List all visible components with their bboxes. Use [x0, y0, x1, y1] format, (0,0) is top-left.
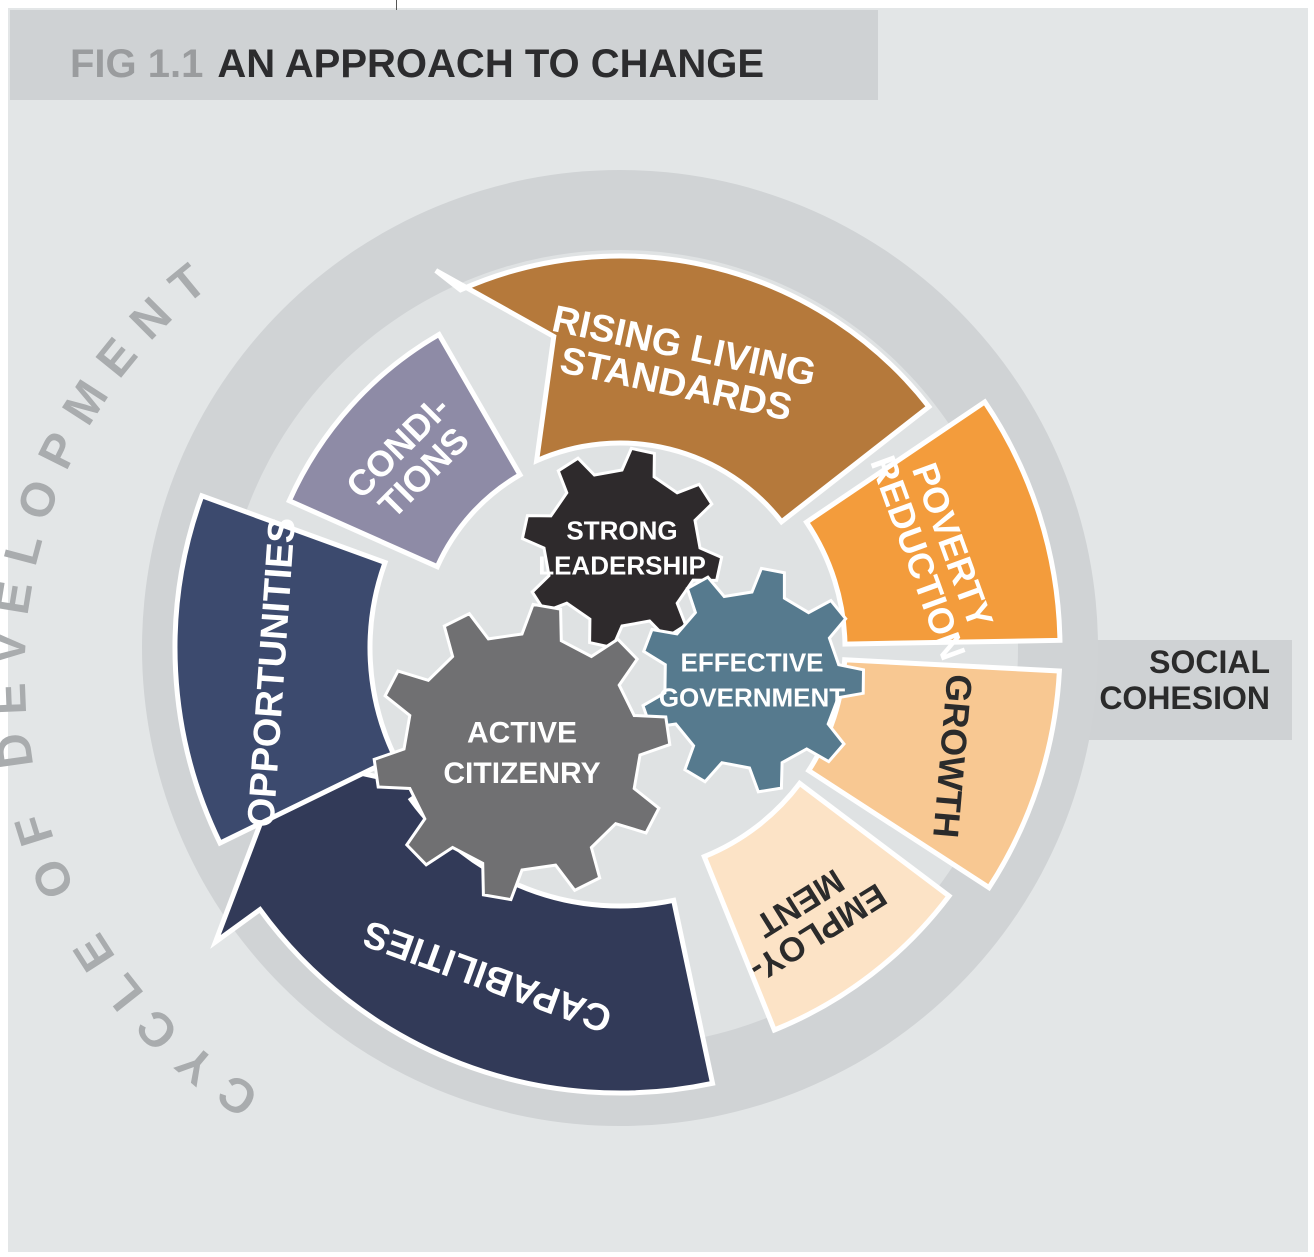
gear-label-line: EFFECTIVE — [680, 648, 823, 678]
figure-title: FIG 1.1 AN APPROACH TO CHANGE — [70, 40, 764, 88]
segment-poverty-reduction: POVERTYREDUCTION — [803, 398, 1063, 665]
segment-poverty-reduction-shape — [803, 398, 1063, 647]
segment-opportunities-shape — [172, 492, 399, 847]
gear-label-line: LEADERSHIP — [538, 551, 706, 581]
segment-rising-living-standards: RISING LIVINGSTANDARDS — [434, 253, 933, 526]
gear-active-citizenry-label: ACTIVE CITIZENRY — [443, 716, 600, 790]
gear-effective-government-label: EFFECTIVE GOVERNMENT — [659, 648, 845, 713]
gear-label-line: GOVERNMENT — [659, 683, 845, 713]
figure-number: FIG 1.1 — [70, 42, 204, 86]
gears-layer: STRONG LEADERSHIP EFFECTIVE GOVERNMENT ACTIV… — [372, 446, 866, 902]
social-cohesion-line-1: SOCIAL — [1149, 644, 1270, 680]
gear-icon — [372, 602, 672, 902]
gear-label-line: ACTIVE — [467, 716, 577, 749]
segment-conditions: CONDI-TIONS — [285, 331, 524, 570]
gear-active-citizenry: ACTIVE CITIZENRY — [372, 602, 672, 902]
gear-icon — [520, 446, 724, 650]
segment-employment-shape — [701, 779, 953, 1034]
title-band: FIG 1.1 AN APPROACH TO CHANGE — [10, 10, 878, 100]
social-cohesion-label: SOCIAL COHESION — [1099, 644, 1270, 716]
segment-growth: GROWTH — [805, 657, 1063, 892]
segment-capabilities-shape — [210, 753, 716, 1096]
gear-label-line: CITIZENRY — [443, 757, 600, 790]
gear-effective-government: EFFECTIVE GOVERNMENT — [641, 566, 866, 794]
gear-icon — [641, 566, 866, 794]
social-cohesion-box: SOCIAL COHESION — [1070, 640, 1292, 740]
segment-rising-living-standards-shape — [434, 253, 933, 526]
crop-mark — [396, 0, 397, 10]
segment-employment: EMPLOY-MENT — [701, 779, 953, 1034]
gear-label-line: STRONG — [566, 516, 677, 546]
segment-capabilities: CAPABILITIES — [210, 753, 716, 1096]
social-cohesion-line-2: COHESION — [1099, 680, 1270, 716]
figure-title-text: AN APPROACH TO CHANGE — [217, 42, 765, 86]
segment-conditions-shape — [285, 331, 524, 570]
gear-strong-leadership: STRONG LEADERSHIP — [520, 446, 724, 650]
gear-strong-leadership-label: STRONG LEADERSHIP — [538, 516, 706, 581]
segment-opportunities: OPPORTUNITIES — [172, 492, 399, 847]
